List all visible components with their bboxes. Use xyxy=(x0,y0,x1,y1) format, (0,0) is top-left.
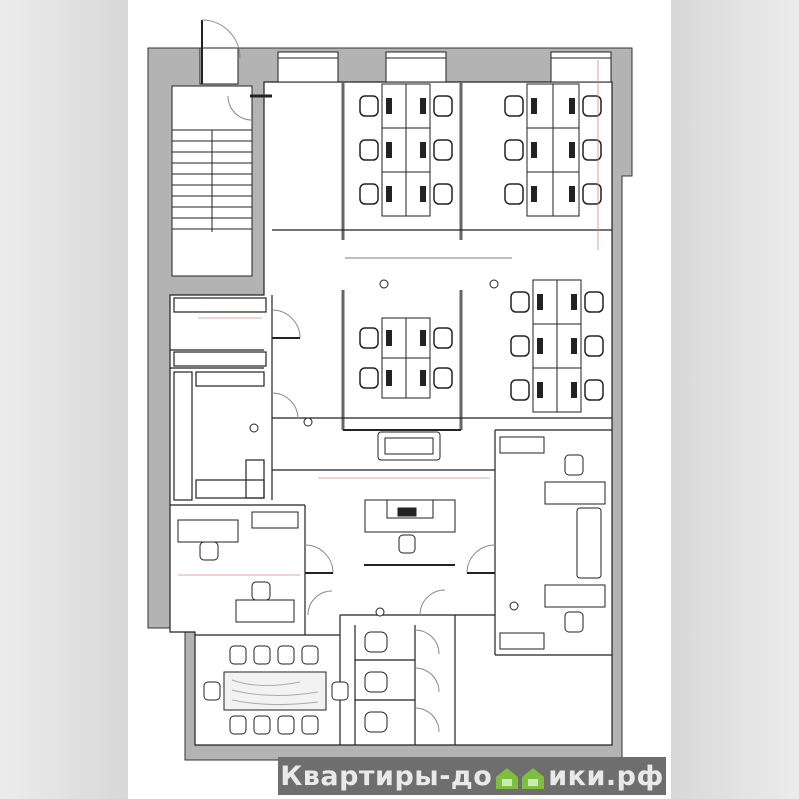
office-chair xyxy=(359,327,379,349)
meeting-chair xyxy=(301,645,319,665)
desk xyxy=(526,83,554,129)
desk xyxy=(532,323,558,369)
entrance-door xyxy=(199,19,241,85)
desk xyxy=(381,317,407,359)
house-logo-icon xyxy=(494,765,546,789)
desk xyxy=(405,317,431,359)
office-chair xyxy=(504,183,524,205)
desk xyxy=(556,323,582,369)
workstation-clusters xyxy=(359,83,604,413)
office-chair xyxy=(433,327,453,349)
meeting-chair xyxy=(277,645,295,665)
office-chair xyxy=(359,367,379,389)
lamps xyxy=(249,279,519,617)
dimension-lines xyxy=(178,60,599,576)
office-chair xyxy=(433,367,453,389)
toilets xyxy=(364,631,388,733)
desk xyxy=(552,171,580,217)
meeting-chair xyxy=(277,715,295,735)
monitor xyxy=(386,370,392,386)
meeting-chair xyxy=(331,681,349,701)
desk xyxy=(552,127,580,173)
office-chair xyxy=(504,139,524,161)
office-chair xyxy=(584,335,604,357)
director-office xyxy=(364,499,456,554)
monitor xyxy=(531,142,537,158)
desk xyxy=(381,171,407,217)
desk xyxy=(381,127,407,173)
blurred-background-left xyxy=(0,0,128,799)
office-chair xyxy=(359,139,379,161)
monitor xyxy=(386,142,392,158)
monitor xyxy=(386,330,392,346)
meeting-chair xyxy=(253,715,271,735)
meeting-chair xyxy=(253,645,271,665)
watermark-text-start: Квартиры-до xyxy=(280,760,493,792)
desk xyxy=(405,357,431,399)
office-chair xyxy=(584,379,604,401)
monitor xyxy=(571,338,577,354)
monitor xyxy=(571,382,577,398)
monitor xyxy=(386,98,392,114)
windows xyxy=(277,51,612,83)
office-chair xyxy=(433,95,453,117)
desk xyxy=(381,357,407,399)
staircase xyxy=(171,85,272,277)
monitor xyxy=(569,186,575,202)
meeting-room xyxy=(203,645,349,735)
desk xyxy=(556,279,582,325)
office-chair xyxy=(582,139,602,161)
manager-office xyxy=(499,436,606,650)
desk xyxy=(556,367,582,413)
desk xyxy=(552,83,580,129)
monitor xyxy=(531,98,537,114)
desk xyxy=(405,127,431,173)
monitor xyxy=(531,186,537,202)
lounge-sofa xyxy=(377,431,602,579)
monitor xyxy=(537,338,543,354)
monitor xyxy=(571,294,577,310)
watermark: Квартиры-до ики.рф xyxy=(278,757,666,795)
desk xyxy=(532,279,558,325)
office-chair xyxy=(510,335,530,357)
doors xyxy=(271,309,496,733)
monitor xyxy=(420,370,426,386)
small-office xyxy=(177,511,299,623)
office-chair xyxy=(359,95,379,117)
watermark-text-end: ики.рф xyxy=(548,760,664,792)
monitor xyxy=(537,294,543,310)
meeting-chair xyxy=(301,715,319,735)
monitor xyxy=(569,142,575,158)
office-chair xyxy=(359,183,379,205)
office-chair xyxy=(584,291,604,313)
meeting-chair xyxy=(229,715,247,735)
office-chair xyxy=(510,291,530,313)
office-chair xyxy=(433,139,453,161)
office-chair xyxy=(433,183,453,205)
monitor xyxy=(386,186,392,202)
office-chair xyxy=(504,95,524,117)
desk xyxy=(526,127,554,173)
monitor xyxy=(420,142,426,158)
meeting-chair xyxy=(203,681,221,701)
desk xyxy=(405,83,431,129)
desk xyxy=(532,367,558,413)
meeting-chair xyxy=(229,645,247,665)
office-chair xyxy=(582,95,602,117)
monitor xyxy=(537,382,543,398)
office-chair xyxy=(510,379,530,401)
monitor xyxy=(569,98,575,114)
monitor xyxy=(420,330,426,346)
monitor xyxy=(420,186,426,202)
monitor xyxy=(420,98,426,114)
partitions xyxy=(170,82,612,745)
blurred-background-right xyxy=(671,0,799,799)
desk xyxy=(381,83,407,129)
desk xyxy=(405,171,431,217)
office-chair xyxy=(582,183,602,205)
interior-floor xyxy=(169,81,613,746)
desk xyxy=(526,171,554,217)
